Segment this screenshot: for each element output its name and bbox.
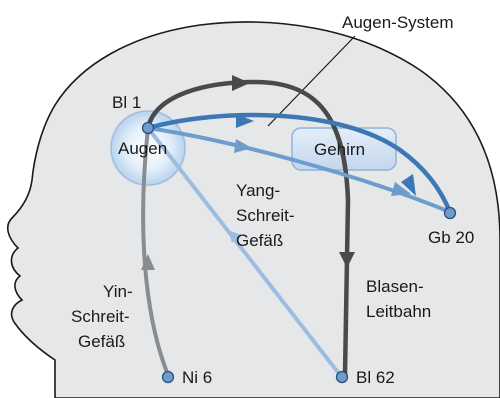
label-yang-line3: Gefäß (236, 231, 283, 250)
label-blasen-line2: Leitbahn (366, 302, 431, 321)
label-gehirn: Gehirn (314, 140, 365, 159)
eye-system-lower-arrow-1 (234, 139, 252, 153)
bladder-meridian-arrow-top (232, 75, 250, 91)
augen-system-leader (267, 35, 356, 127)
label-ni6: Ni 6 (182, 368, 212, 387)
point-bl62 (335, 370, 349, 384)
eye-system-lower-path (147, 126, 451, 214)
yin-vessel-path (141, 127, 170, 376)
label-bl62: Bl 62 (356, 368, 395, 387)
label-yin-line3: Gefäß (78, 332, 125, 351)
point-bl1 (141, 121, 155, 135)
label-yin-line2: Schreit- (71, 307, 130, 326)
label-augen-system: Augen-System (342, 13, 454, 32)
eye-system-upper-arrow-1 (236, 114, 254, 128)
eye-system-upper-arrow-2 (401, 174, 416, 196)
point-ni6 (161, 370, 175, 384)
label-gb20: Gb 20 (428, 228, 474, 247)
label-yang-line1: Yang- (236, 181, 280, 200)
label-blasen-line1: Blasen- (366, 277, 424, 296)
label-bl1: Bl 1 (112, 93, 141, 112)
label-augen: Augen (118, 139, 167, 158)
point-gb20 (443, 206, 457, 220)
eye-system-upper-path (147, 112, 453, 213)
yin-vessel-arrow (141, 254, 155, 270)
yang-vessel-path (146, 126, 342, 377)
bladder-meridian-path (145, 79, 351, 376)
label-yang-line2: Schreit- (236, 206, 295, 225)
label-yin-line1: Yin- (103, 282, 133, 301)
eye-system-lower-arrow-2 (391, 182, 411, 196)
bladder-meridian-arrow-down (339, 252, 355, 268)
yang-vessel-arrow (228, 230, 242, 243)
